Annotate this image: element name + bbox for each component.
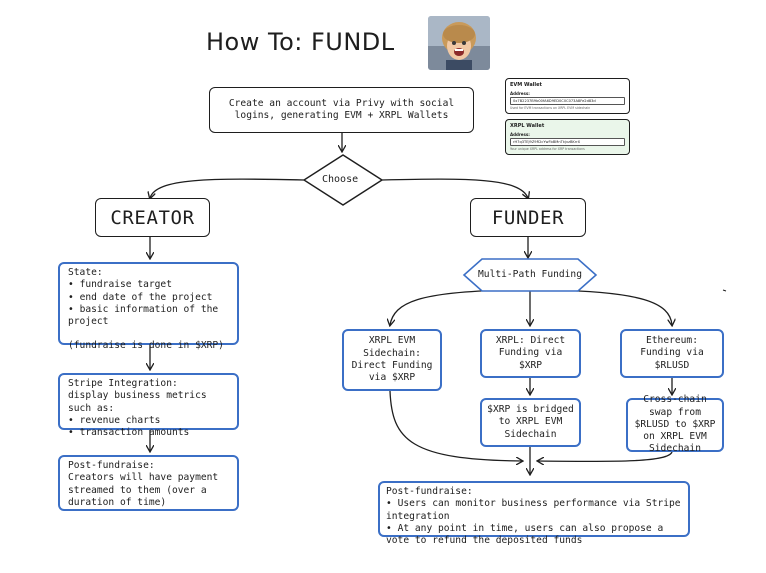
state-item: fundraise target — [68, 279, 229, 291]
path-xrpl-evm-text: XRPL EVM Sidechain: Direct Funding via $… — [351, 335, 433, 384]
funder-heading: FUNDER — [491, 206, 565, 229]
xrpl-address-field[interactable]: rH7q3TEJ9Z9R2cYwFbBMnTkjvzBKrrX — [510, 138, 625, 146]
stripe-item: transaction amounts — [68, 427, 229, 439]
bridge-box: $XRP is bridged to XRPL EVM Sidechain — [480, 398, 581, 447]
path-ethereum-text: Ethereum: Funding via $RLUSD — [640, 335, 704, 371]
evm-address-label: Address: — [510, 91, 530, 96]
creator-heading: CREATOR — [110, 206, 195, 229]
arrow-path1-to-post — [389, 390, 522, 461]
create-account-box: Create an account via Privy with social … — [209, 87, 474, 133]
bridge-text: $XRP is bridged to XRPL EVM Sidechain — [487, 404, 574, 440]
arrow-multipath-to-path1 — [390, 289, 509, 325]
xrpl-address-label: Address: — [510, 132, 530, 137]
funder-post-title: Post-fundraise: — [386, 486, 473, 497]
evm-address-field[interactable]: 0x7B2237B9b00fA6D9ED0C0C073A8Fe2d83d — [510, 97, 625, 105]
photo-illustration — [428, 16, 490, 70]
arrow-choose-to-funder — [381, 178, 528, 198]
multi-path-label-wrap: Multi-Path Funding — [462, 257, 598, 293]
state-note: (fundraise is done in $XRP) — [68, 340, 224, 352]
stripe-integration-box: Stripe Integration: display business met… — [58, 373, 239, 438]
stripe-subtitle: display business metrics such as: — [68, 390, 207, 414]
arrow-multipath-to-path3 — [551, 289, 672, 325]
creator-post-text: Creators will have payment streamed to t… — [68, 472, 219, 508]
xrpl-wallet-card: XRPL Wallet Address: rH7q3TEJ9Z9R2cYwFbB… — [505, 119, 630, 155]
evm-wallet-title: EVM Wallet — [510, 82, 542, 88]
choose-label: Choose — [322, 174, 359, 185]
swap-box: Cross-chain swap from $RLUSD to $XRP on … — [626, 394, 724, 454]
state-title: State: — [68, 267, 103, 278]
creator-post-title: Post-fundraise: — [68, 460, 155, 471]
creator-heading-box: CREATOR — [95, 198, 210, 237]
evm-wallet-hint: Used for EVM transactions on XRPL EVM si… — [510, 106, 591, 110]
path-ethereum-box: Ethereum: Funding via $RLUSD — [620, 329, 724, 378]
multi-path-hexagon — [462, 258, 598, 292]
choose-diamond — [302, 154, 384, 206]
path-xrpl-box: XRPL: Direct Funding via $XRP — [480, 329, 581, 378]
xrpl-wallet-title: XRPL Wallet — [510, 123, 545, 129]
funder-post-item: At any point in time, users can also pro… — [386, 523, 682, 548]
path-xrpl-evm-box: XRPL EVM Sidechain: Direct Funding via $… — [342, 329, 442, 391]
stripe-item: revenue charts — [68, 415, 229, 427]
arrow-choose-to-creator — [150, 178, 305, 198]
funder-post-fundraise-box: Post-fundraise: Users can monitor busine… — [378, 481, 690, 546]
state-item: end date of the project — [68, 292, 229, 304]
stripe-title: Stripe Integration: — [68, 378, 178, 389]
creator-post-fundraise-box: Post-fundraise: Creators will have payme… — [58, 455, 239, 511]
creator-state-box: State: fundraise target end date of the … — [58, 262, 239, 351]
stripe-list: revenue charts transaction amounts — [68, 415, 229, 440]
smiling-child-photo — [428, 16, 490, 70]
evm-wallet-card: EVM Wallet Address: 0x7B2237B9b00fA6D9ED… — [505, 78, 630, 114]
xrpl-wallet-hint: Your unique XRPL address for XRP transac… — [510, 147, 585, 151]
state-list: fundraise target end date of the project… — [68, 279, 229, 328]
multi-path-label: Multi-Path Funding — [478, 268, 582, 280]
path-xrpl-text: XRPL: Direct Funding via $XRP — [495, 335, 566, 371]
arrow-swap-to-post — [538, 451, 673, 461]
funder-heading-box: FUNDER — [470, 198, 586, 237]
funder-post-item: Users can monitor business performance v… — [386, 498, 682, 523]
page-title: How To: FUNDL — [206, 28, 395, 56]
create-account-text: Create an account via Privy with social … — [228, 97, 455, 121]
funder-post-list: Users can monitor business performance v… — [386, 498, 682, 547]
swap-text: Cross-chain swap from $RLUSD to $XRP on … — [634, 394, 716, 455]
state-item: basic information of the project — [68, 304, 229, 329]
